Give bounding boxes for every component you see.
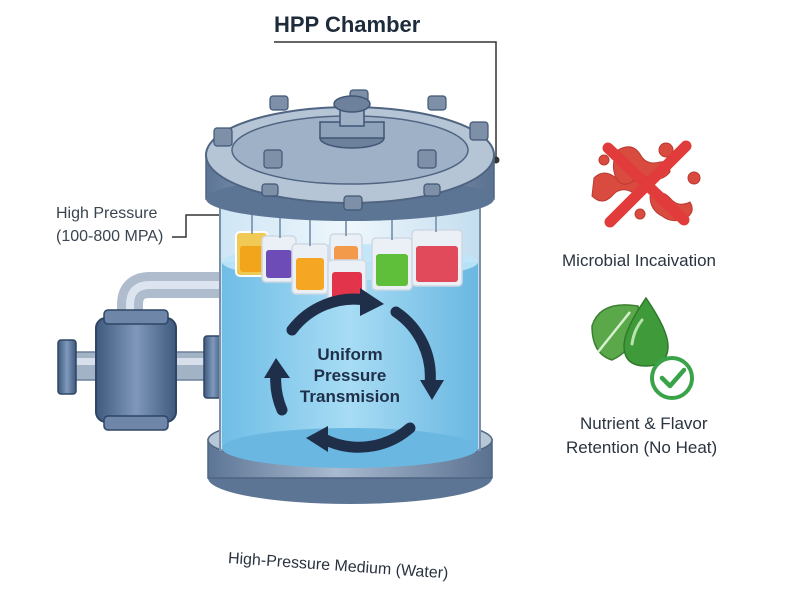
pressure-label-line1: High Pressure bbox=[56, 205, 158, 222]
diagram-title: HPP Chamber bbox=[274, 12, 421, 37]
center-label-line1: Uniform bbox=[317, 345, 383, 364]
title-leader-line bbox=[274, 41, 497, 160]
center-label-line3: Transmision bbox=[299, 387, 401, 406]
benefit-nutrient-line1: Nutrient & Flavor bbox=[580, 414, 708, 433]
circular-arrows-icon bbox=[270, 293, 436, 453]
pressure-leader-line bbox=[172, 214, 232, 238]
pump-icon bbox=[57, 309, 223, 431]
droplet-icon bbox=[623, 296, 669, 367]
center-label: Uniform Pressure Transmision bbox=[280, 344, 420, 407]
arrow-heads bbox=[264, 288, 444, 452]
no-symbol-icon bbox=[602, 140, 692, 228]
chamber-lid bbox=[205, 89, 495, 221]
center-label-line2: Pressure bbox=[313, 366, 387, 385]
benefit-nutrient-line2: Retention (No Heat) bbox=[566, 438, 718, 457]
product-pouches bbox=[235, 212, 463, 305]
pressure-label-line2: (100-800 MPA) bbox=[56, 228, 164, 245]
benefit-microbial-label: Microbial Incaivation bbox=[562, 251, 717, 270]
checkmark-icon bbox=[650, 356, 694, 400]
